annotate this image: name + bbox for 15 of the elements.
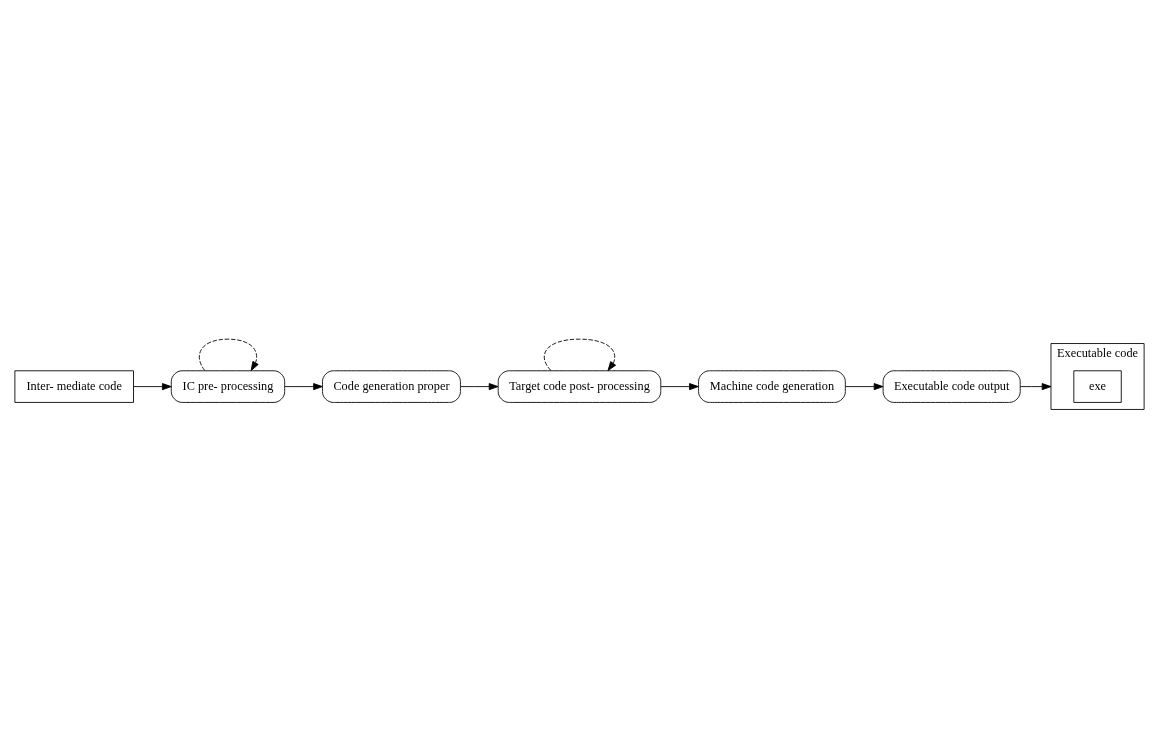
arrow — [1019, 383, 1052, 391]
arrow — [284, 383, 323, 391]
node-box: Executable code output — [882, 370, 1021, 403]
arrow — [198, 338, 259, 371]
node-box: Machine code generation — [698, 370, 846, 403]
node-box: Target code post- processing — [497, 370, 662, 403]
arrow — [460, 383, 499, 391]
node-box: IC pre- processing — [170, 370, 286, 403]
node-box: Inter- mediate code — [14, 370, 134, 403]
arrow — [660, 383, 699, 391]
arrow — [133, 383, 172, 391]
arrow — [543, 338, 617, 371]
arrow — [845, 383, 884, 391]
node-box: Code generation proper — [322, 370, 461, 403]
node-box: exe — [1073, 370, 1122, 403]
